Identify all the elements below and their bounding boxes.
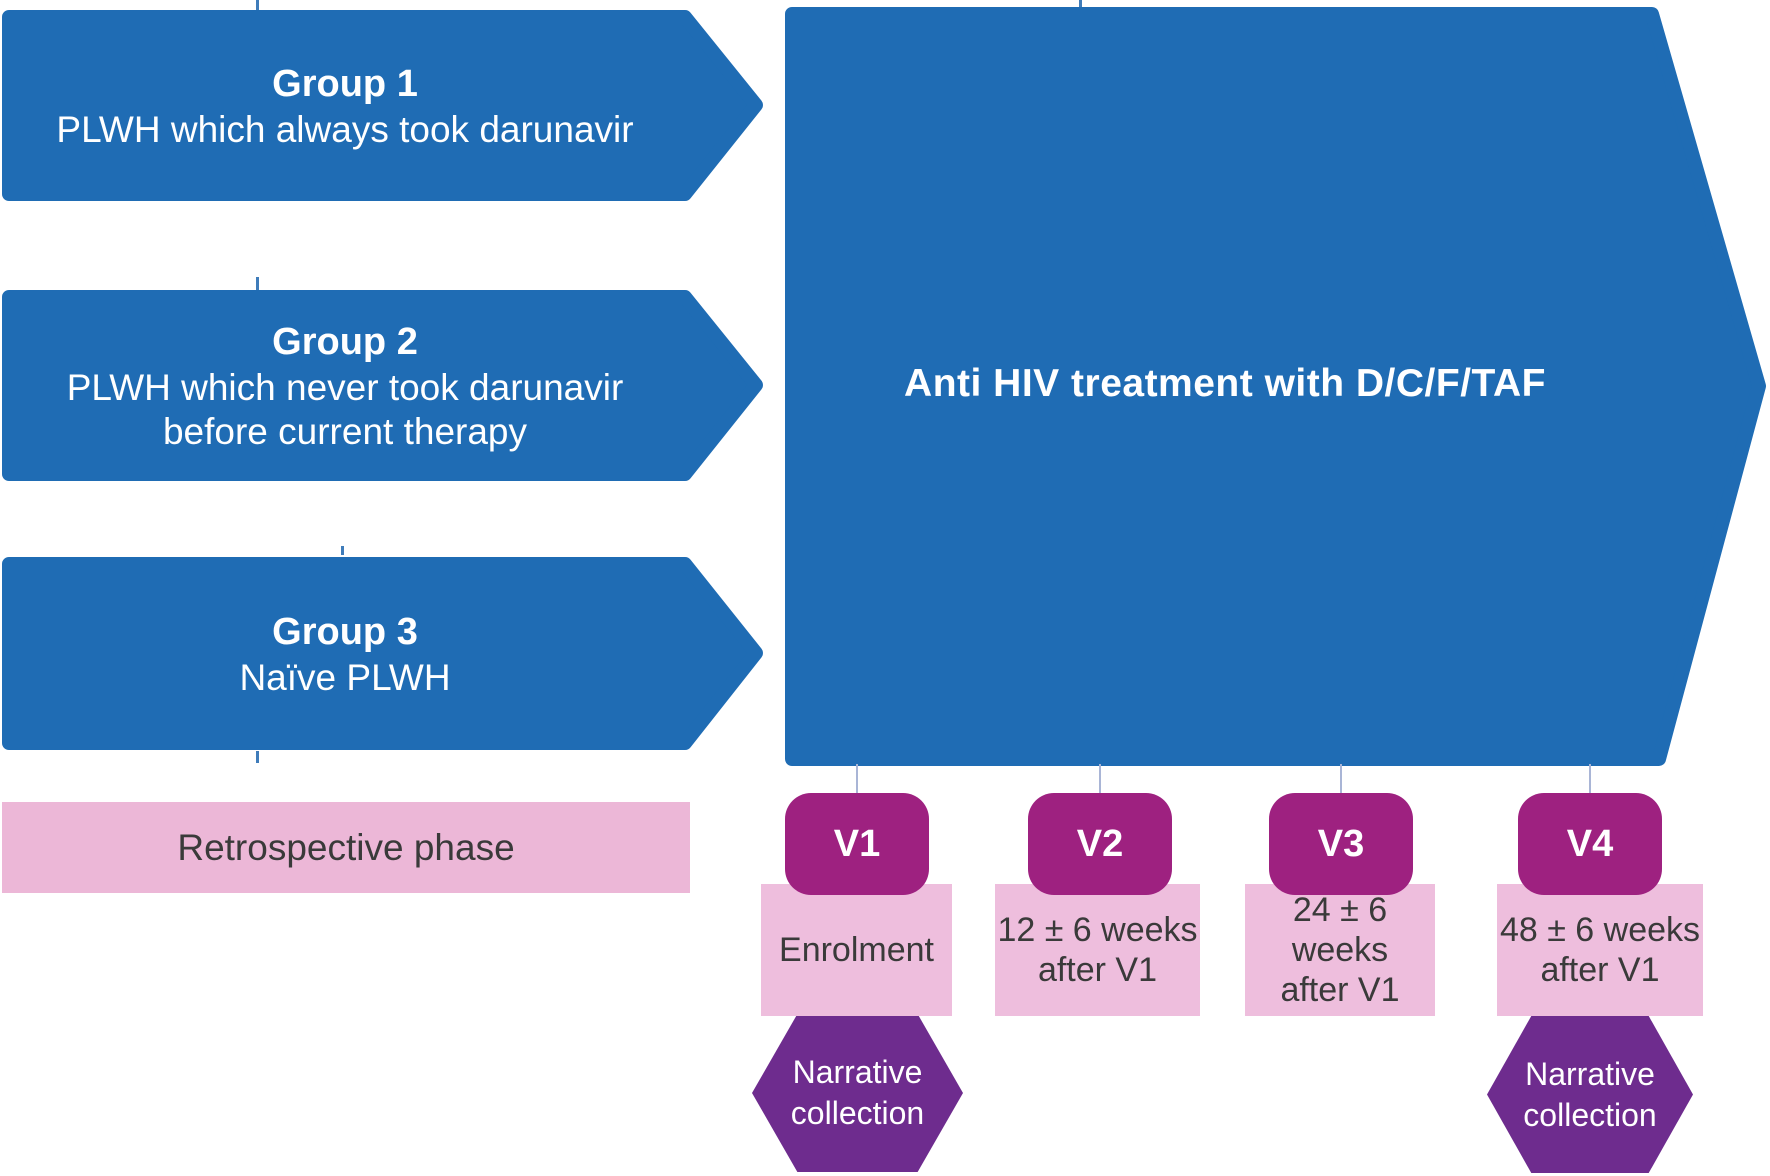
group3-text: Group 3 Naïve PLWH [0,555,690,752]
v1-connector-line [856,764,858,796]
group1-arrow [2,10,763,201]
group1-title: Group 1 [272,62,418,105]
timing-v1-line1: Enrolment [779,931,934,969]
group2-line1: PLWH which never took darunavir [66,366,624,408]
narrative-v1-line1: Narrative [792,1054,923,1090]
group2-text: Group 2 PLWH which never took darunavir … [0,288,690,483]
timing-v2-line1: 12 ± 6 weeks [997,911,1198,949]
v2-connector-line [1099,764,1101,796]
visit-box-v1: V1 [785,793,929,895]
timing-v4-line2: after V1 [1540,951,1660,989]
treatment-label: Anti HIV treatment with D/C/F/TAF [904,362,1546,405]
timing-box-v1: Enrolment [761,884,952,1016]
v3-connector-line [1340,764,1342,796]
visit-box-v4: V4 [1518,793,1662,895]
visit-label-v1: V1 [833,822,881,865]
connector-tick [256,751,259,763]
connector-tick [341,546,344,555]
narrative-v4-line2: collection [1523,1096,1657,1133]
timing-v4-line1: 48 ± 6 weeks [1499,911,1701,949]
group3-title: Group 3 [272,610,418,653]
visit-label-v4: V4 [1566,822,1614,865]
timing-box-v4: 48 ± 6 weeks after V1 [1497,884,1703,1016]
visit-label-v3: V3 [1317,822,1365,865]
retrospective-phase-bar: Retrospective phase [2,802,690,893]
treatment-arrow [785,7,1766,766]
timing-v3-line2: after V1 [1280,971,1400,1009]
timing-box-v2: 12 ± 6 weeks after V1 [995,884,1200,1016]
connector-tick [256,277,259,290]
group3-arrow [2,557,763,750]
narrative-hexagon-v1: Narrative collection [752,1014,963,1172]
group1-line1: PLWH which always took darunavir [56,108,634,150]
group2-arrow [2,290,763,481]
group3-line1: Naïve PLWH [239,656,451,698]
connector-tick [1079,0,1082,9]
narrative-v1-line2: collection [790,1095,925,1131]
visit-label-v2: V2 [1076,822,1124,865]
visit-box-v2: V2 [1028,793,1172,895]
narrative-v4-line1: Narrative [1525,1055,1655,1092]
timing-v3-line1: 24 ± 6 weeks [1291,891,1389,969]
visit-box-v3: V3 [1269,793,1413,895]
retrospective-phase-label: Retrospective phase [177,826,515,868]
group2-title: Group 2 [272,320,418,363]
timing-v2-line2: after V1 [1037,951,1158,989]
narrative-hexagon-v4: Narrative collection [1487,1016,1693,1173]
treatment-label-box: Anti HIV treatment with D/C/F/TAF [785,7,1665,761]
group2-line2: before current therapy [162,410,528,452]
timing-box-v3: 24 ± 6 weeks after V1 [1245,884,1435,1016]
group1-text: Group 1 PLWH which always took darunavir [0,8,690,203]
v4-connector-line [1589,764,1591,796]
connector-tick [256,0,259,10]
